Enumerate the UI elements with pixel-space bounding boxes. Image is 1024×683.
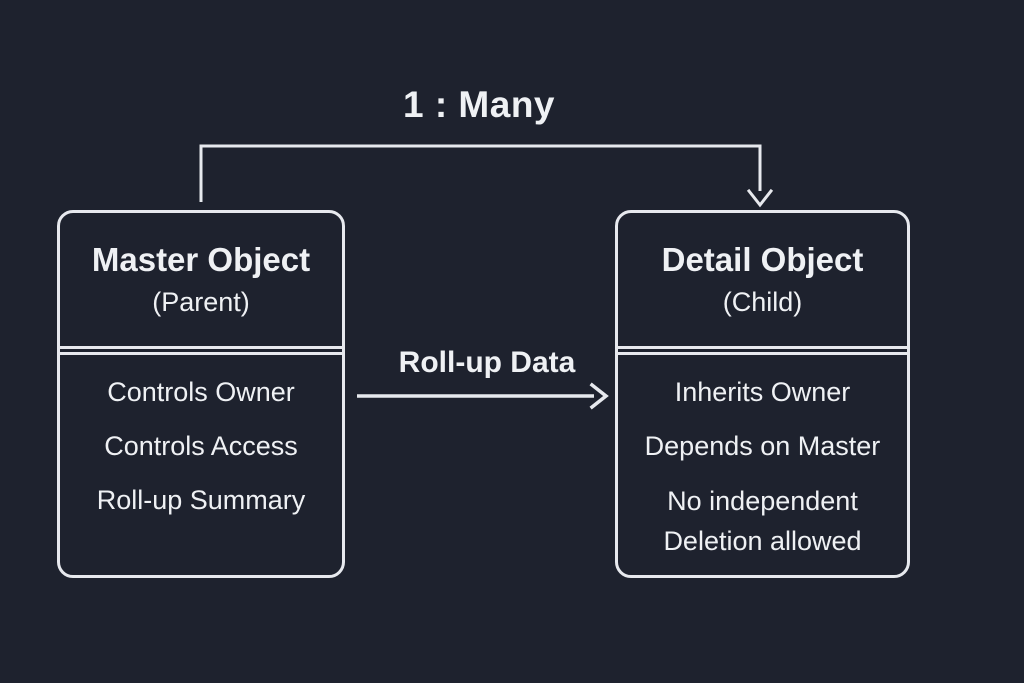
master-box-header: Master Object (Parent) (60, 213, 342, 346)
master-box-title: Master Object (91, 240, 311, 278)
detail-box-title: Detail Object (661, 240, 864, 278)
one-to-many-bracket-line (199, 144, 762, 202)
cardinality-label: 1 : Many (402, 84, 556, 125)
master-feature-item: Roll-up Summary (96, 485, 306, 515)
detail-feature-item: Depends on Master (644, 431, 881, 461)
master-feature-item: Controls Owner (107, 377, 295, 407)
detail-feature-item: Inherits Owner (674, 377, 851, 407)
detail-box-subtitle: (Child) (722, 286, 803, 317)
detail-feature-item: No independent Deletion allowed (663, 486, 862, 556)
right-arrowhead-icon (589, 382, 609, 410)
detail-box-divider (618, 346, 907, 355)
rollup-data-label: Roll-up Data (398, 346, 576, 379)
master-box-subtitle: (Parent) (152, 286, 250, 317)
detail-object-box: Detail Object (Child) Inherits Owner Dep… (615, 210, 910, 578)
detail-box-body: Inherits Owner Depends on Master No inde… (618, 355, 907, 575)
master-box-body: Controls Owner Controls Access Roll-up S… (60, 355, 342, 575)
master-object-box: Master Object (Parent) Controls Owner Co… (57, 210, 345, 578)
master-box-divider (60, 346, 342, 355)
down-arrowhead-icon (746, 188, 774, 208)
master-feature-item: Controls Access (104, 431, 298, 461)
detail-box-header: Detail Object (Child) (618, 213, 907, 346)
